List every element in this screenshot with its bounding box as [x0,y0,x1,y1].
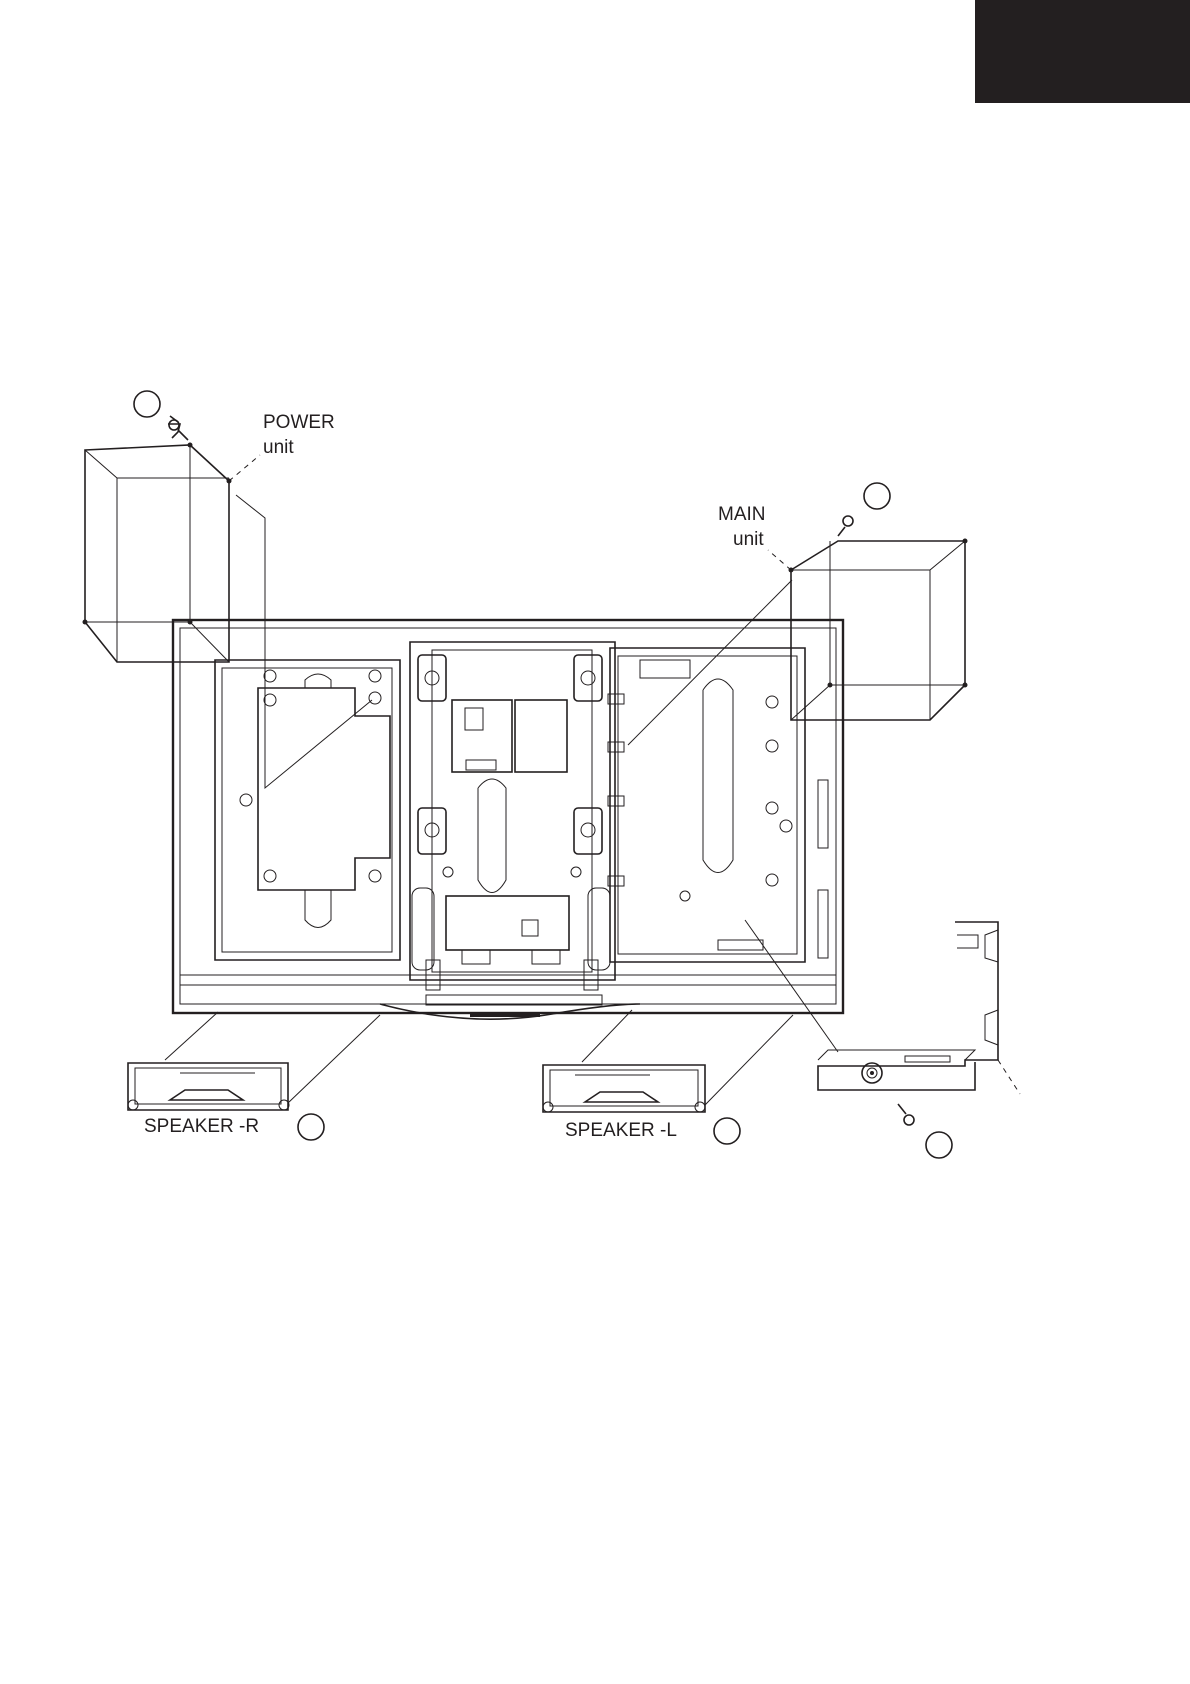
speaker-l-assembly [543,1010,793,1112]
screw-icon [898,1104,914,1125]
tv-rear-chassis [173,620,843,1019]
speaker-r-label: SPEAKER -R [144,1116,259,1137]
main-unit-label: MAIN [718,504,766,525]
callout-circle-icon [714,1118,740,1144]
callout-circle-icon [926,1132,952,1158]
speaker-r-assembly [128,1012,380,1110]
stand-bracket [745,920,1020,1094]
speaker-l-label: SPEAKER -L [565,1120,677,1141]
power-unit-label: POWER [263,412,335,433]
screw-icon [168,416,188,440]
callout-circle-icon [864,483,890,509]
power-unit-box [83,443,373,789]
screw-icon [838,516,853,536]
power-unit-sublabel: unit [263,437,294,458]
main-unit-sublabel: unit [733,529,764,550]
main-unit-box [628,539,968,746]
callout-circle-icon [298,1114,324,1140]
callout-circle-icon [134,391,160,417]
